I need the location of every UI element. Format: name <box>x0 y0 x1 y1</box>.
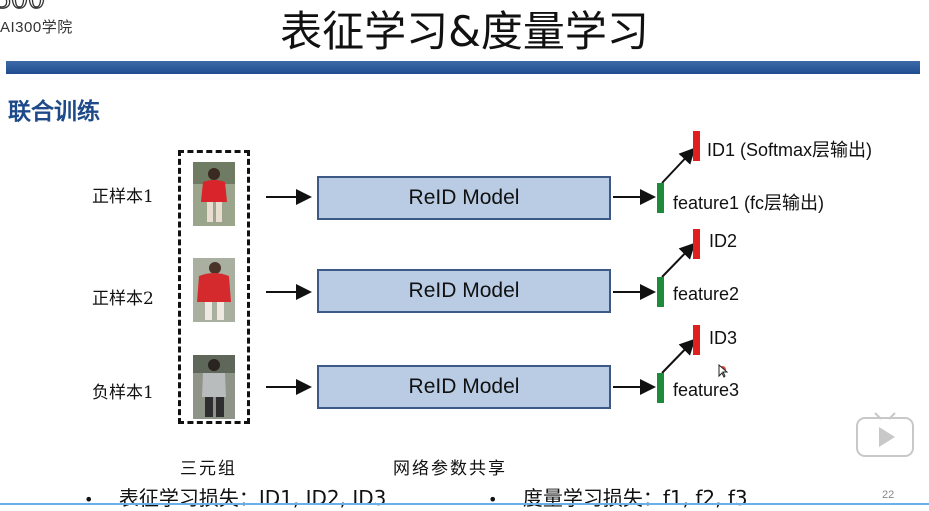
reid-model-box-2: ReID Model <box>317 269 611 313</box>
logo-mark-icon: 300 <box>0 0 46 12</box>
bullet-representation-loss: • 表征学习损失：ID1, ID2, ID3 <box>84 482 386 511</box>
id-arrow-1 <box>661 147 696 184</box>
id-label-2: ID2 <box>709 231 738 251</box>
id-bar-2 <box>693 229 700 259</box>
feature-bar-1 <box>657 183 664 213</box>
feature-label-2: feature2 <box>673 284 740 304</box>
triplet-label: 三元组 <box>180 459 237 479</box>
id-arrow-2 <box>661 242 696 278</box>
logo-text: AI300学院 <box>0 19 73 36</box>
bullet-metric-loss: • 度量学习损失：f1, f2, f3 <box>488 482 748 511</box>
sample-label-negative-1: 负样本1 <box>92 383 154 403</box>
id-bar-1 <box>693 131 700 161</box>
bullet-icon: • <box>488 490 498 509</box>
bullet-icon: • <box>84 490 94 509</box>
section-heading: 联合训练 <box>8 99 100 125</box>
reid-model-box-1: ReID Model <box>317 176 611 220</box>
triplet-box <box>178 150 250 424</box>
shared-params-label: 网络参数共享 <box>393 459 507 479</box>
play-button-icon[interactable] <box>855 412 915 458</box>
bullet-text: 度量学习损失：f1, f2, f3 <box>522 486 748 510</box>
id-label-3: ID3 <box>709 328 738 348</box>
title-rule <box>6 61 920 74</box>
page-number: 22 <box>882 489 895 501</box>
id-bar-3 <box>693 325 700 355</box>
id-arrow-3 <box>661 338 696 374</box>
person-thumbnail-1 <box>193 162 235 226</box>
sample-label-positive-1: 正样本1 <box>92 187 154 207</box>
feature-bar-3 <box>657 373 664 403</box>
svg-text:300: 300 <box>0 0 45 12</box>
footer-rule <box>0 503 929 505</box>
reid-model-box-3: ReID Model <box>317 365 611 409</box>
feature-label-3: feature3 <box>673 380 740 400</box>
person-thumbnail-3 <box>193 355 235 419</box>
feature-bar-2 <box>657 277 664 307</box>
bullet-text: 表征学习损失：ID1, ID2, ID3 <box>118 486 387 510</box>
person-thumbnail-2 <box>193 258 235 322</box>
feature-label-1: feature1 (fc层输出) <box>673 193 825 213</box>
mouse-cursor-icon <box>718 364 728 378</box>
sample-label-positive-2: 正样本2 <box>92 289 154 309</box>
slide-title: 表征学习&度量学习 <box>280 7 649 56</box>
id-label-1: ID1 (Softmax层输出) <box>707 140 873 160</box>
